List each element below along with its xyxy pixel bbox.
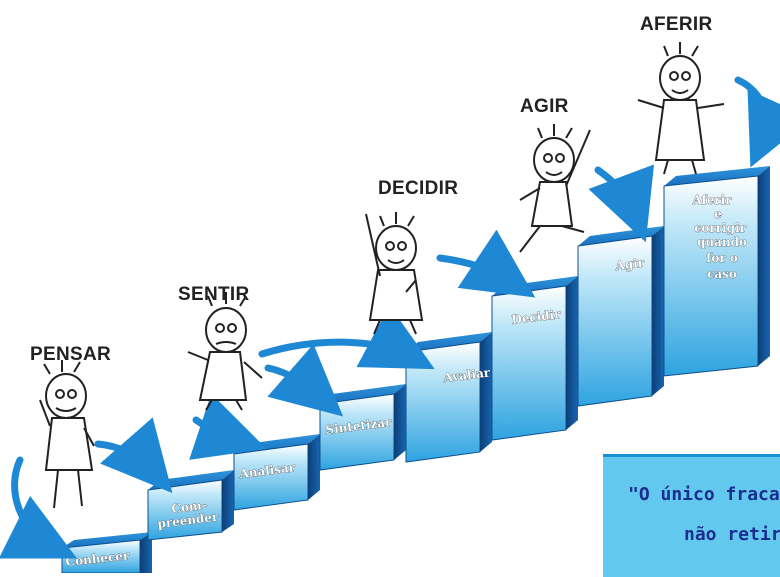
- arrow-agir-to-agir: [588, 164, 655, 243]
- arrow-sentir-to-sintetizar: [264, 344, 344, 417]
- figure-pensar: [39, 360, 95, 509]
- arrow-pensar-to-conhecer: [0, 456, 78, 559]
- figure-sentir: [187, 292, 263, 411]
- arrow-pensar-to-compreender: [94, 417, 173, 494]
- step-block-compreender: Com- preender: [147, 470, 234, 541]
- step-block-decidir: Decidir: [491, 276, 578, 441]
- step-label-decidir: Decidir: [511, 307, 562, 327]
- label-decidir: DECIDIR: [378, 178, 459, 199]
- step-label-aferir-2: e: [714, 207, 722, 221]
- step-label-agir: Agir: [614, 256, 646, 274]
- label-agir: AGIR: [520, 96, 569, 117]
- figure-agir: [519, 124, 591, 253]
- quote-box: [603, 454, 780, 577]
- step-block-aferir: Aferir e corrigir quando for o caso: [663, 166, 770, 377]
- flow-arrows: [0, 76, 780, 559]
- step-block-agir: Agir: [577, 226, 664, 407]
- label-sentir: SENTIR: [178, 284, 250, 305]
- quote-line-1: "O único fraca: [628, 484, 780, 505]
- step-label-avaliar: Avaliar: [442, 365, 492, 385]
- step-block-analisar: Analisar: [233, 434, 320, 511]
- step-label-compreender-1: Com-: [171, 498, 208, 516]
- step-label-aferir-3: corrigir: [694, 221, 746, 235]
- arrow-sentir-to-analisar: [189, 393, 267, 460]
- figure-decidir: [365, 212, 424, 335]
- arrow-decidir-to-decidir: [436, 229, 536, 298]
- step-block-sintetizar: Sintetizar: [319, 384, 406, 471]
- step-label-aferir-6: caso: [707, 267, 737, 281]
- step-label-aferir-1: Aferir: [691, 193, 732, 207]
- arrow-sentir-to-avaliar: [258, 305, 435, 370]
- step-label-aferir-4: quando: [697, 235, 747, 249]
- label-aferir: AFERIR: [640, 14, 713, 35]
- step-block-avaliar: Avaliar: [405, 332, 492, 463]
- figure-aferir: [637, 42, 725, 175]
- step-block-conhecer: Conhecer: [61, 532, 152, 573]
- label-pensar: PENSAR: [30, 344, 111, 365]
- step-label-aferir-5: for o: [706, 251, 738, 265]
- quote-line-2: não retir: [684, 524, 780, 545]
- arrow-aferir-to-aferir: [734, 76, 780, 168]
